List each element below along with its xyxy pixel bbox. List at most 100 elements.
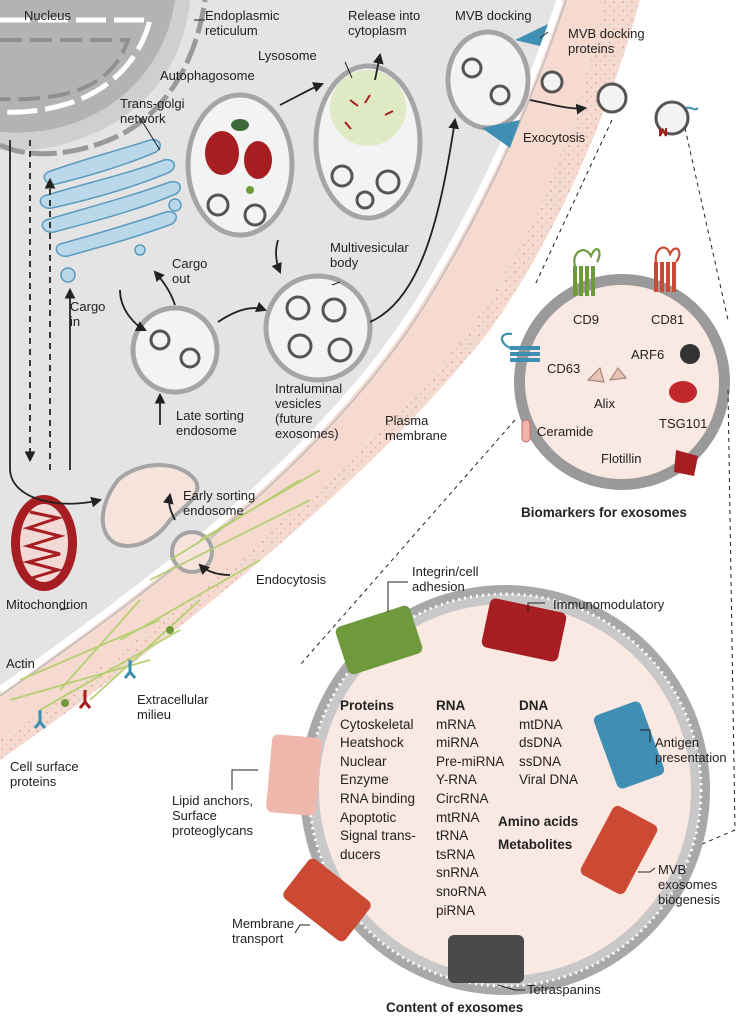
protein-item: ducers bbox=[340, 846, 381, 862]
mvb-docking-proteins-label: MVB docking proteins bbox=[568, 26, 645, 56]
integrin-label: Integrin/cell adhesion bbox=[412, 564, 479, 594]
late-sorting-label: Late sorting endosome bbox=[176, 408, 244, 438]
rna-item: CircRNA bbox=[436, 790, 489, 806]
flow-arrows bbox=[9, 52, 588, 576]
proteins-heading: Proteins bbox=[340, 698, 395, 713]
membrane-transport-label: Membrane transport bbox=[232, 916, 295, 946]
metabolites-label: Metabolites bbox=[498, 837, 573, 852]
multivesicular-body bbox=[263, 273, 373, 383]
antigen-label: Antigen presentation bbox=[655, 735, 727, 765]
cd63-label: CD63 bbox=[547, 361, 581, 376]
immunomodulatory-block bbox=[481, 598, 567, 662]
cd9-marker bbox=[573, 248, 601, 296]
cd9-label: CD9 bbox=[573, 312, 600, 327]
biomarkers-title: Biomarkers for exosomes bbox=[521, 505, 687, 520]
plasma-membrane-label: Plasma membrane bbox=[385, 413, 448, 443]
ceramide-marker bbox=[521, 419, 531, 443]
actin-filaments bbox=[9, 469, 321, 711]
connector-lines bbox=[299, 119, 736, 846]
cell-surface-proteins bbox=[33, 626, 174, 729]
proteins-column: Proteins Cytoskeletal Heatshock Nuclear … bbox=[340, 697, 416, 864]
endocytosis-label: Endocytosis bbox=[256, 572, 327, 587]
lipid-anchors-label: Lipid anchors, Surface proteoglycans bbox=[172, 793, 253, 838]
flotillin-marker bbox=[674, 450, 698, 476]
mvb-docking-label: MVB docking bbox=[455, 8, 532, 23]
alix-label: Alix bbox=[594, 396, 615, 411]
lipid-anchor-block bbox=[266, 734, 322, 816]
cd63-marker bbox=[500, 332, 540, 362]
flotillin-label: Flotillin bbox=[601, 451, 642, 466]
golgi-stacks bbox=[39, 138, 182, 283]
actin-label: Actin bbox=[6, 656, 35, 671]
nucleus bbox=[0, 0, 208, 157]
mitochondrion-label: Mitochondrion bbox=[6, 597, 88, 612]
autophagosome-label: Autophagosome bbox=[160, 68, 255, 83]
leader-lines bbox=[59, 19, 656, 991]
rna-item: piRNA bbox=[436, 902, 476, 918]
early-sorting-endosome bbox=[100, 463, 214, 574]
biomarker-exosome bbox=[500, 246, 730, 490]
tetraspanin-block bbox=[448, 935, 524, 983]
protein-item: Enzyme bbox=[340, 772, 389, 788]
mvb-docking bbox=[445, 24, 548, 148]
golgi-label: Trans-golgi network bbox=[120, 96, 185, 126]
immunomodulatory-label: Immunomodulatory bbox=[553, 597, 665, 612]
rna-item: mRNA bbox=[436, 716, 476, 732]
exocytosis-label: Exocytosis bbox=[523, 130, 586, 145]
amino-acids-label: Amino acids bbox=[498, 814, 579, 829]
cargo-out-label: Cargo out bbox=[172, 256, 208, 286]
late-sorting-endosome bbox=[130, 305, 220, 395]
protein-item: Apoptotic bbox=[340, 809, 397, 825]
dna-column: DNA mtDNA dsDNA ssDNA Viral DNA bbox=[519, 697, 578, 790]
mvb-biogenesis-label: MVB exosomes biogenesis bbox=[658, 862, 721, 907]
tsg101-marker bbox=[669, 381, 697, 403]
rna-item: Pre-miRNA bbox=[436, 753, 505, 769]
content-exosome bbox=[266, 585, 710, 995]
autophagosome bbox=[185, 92, 295, 238]
cd81-marker bbox=[654, 246, 681, 292]
release-label: Release into cytoplasm bbox=[348, 8, 421, 38]
cell-surface-label: Cell surface proteins bbox=[10, 759, 79, 789]
alix-marker bbox=[586, 367, 627, 383]
rna-item: mtRNA bbox=[436, 809, 480, 825]
cargo-in-label: Cargo in bbox=[70, 299, 106, 329]
lysosome bbox=[313, 63, 423, 221]
antigen-block bbox=[593, 701, 665, 789]
dna-item: mtDNA bbox=[519, 716, 563, 732]
rna-item: Y-RNA bbox=[436, 772, 477, 788]
rna-item: miRNA bbox=[436, 735, 479, 751]
mitochondrion bbox=[11, 495, 77, 591]
cd81-label: CD81 bbox=[651, 312, 685, 327]
extracellular-label: Extracellular milieu bbox=[137, 692, 209, 722]
membrane-transport-block bbox=[283, 858, 371, 942]
protein-item: Cytoskeletal bbox=[340, 716, 414, 732]
mvb-label: Multivesicular body bbox=[330, 240, 409, 270]
tetraspanins-label: Tetraspanins bbox=[527, 982, 601, 997]
rna-column: RNA mRNA miRNA Pre-miRNA Y-RNA CircRNA m… bbox=[436, 697, 504, 920]
content-title: Content of exosomes bbox=[386, 1000, 524, 1015]
dna-heading: DNA bbox=[519, 698, 549, 713]
rna-item: snRNA bbox=[436, 865, 479, 881]
dna-item: ssDNA bbox=[519, 753, 562, 769]
protein-item: Heatshock bbox=[340, 735, 404, 751]
protein-item: RNA binding bbox=[340, 790, 416, 806]
dna-item: Viral DNA bbox=[519, 772, 579, 788]
rna-item: tRNA bbox=[436, 828, 469, 844]
dna-item: dsDNA bbox=[519, 735, 562, 751]
rna-item: snoRNA bbox=[436, 883, 487, 899]
nucleus-label: Nucleus bbox=[24, 8, 71, 23]
intraluminal-label: Intraluminal vesicles (future exosomes) bbox=[275, 381, 343, 441]
integrin-block bbox=[335, 605, 423, 675]
er-label: Endoplasmic reticulum bbox=[205, 8, 280, 38]
lysosome-label: Lysosome bbox=[258, 48, 317, 63]
rna-heading: RNA bbox=[436, 698, 466, 713]
mvb-biogenesis-block bbox=[580, 805, 658, 895]
early-sorting-label: Early sorting endosome bbox=[183, 488, 256, 518]
released-exosomes bbox=[540, 70, 699, 137]
tsg101-label: TSG101 bbox=[659, 416, 708, 431]
rna-item: tsRNA bbox=[436, 846, 476, 862]
arf6-label: ARF6 bbox=[631, 347, 665, 362]
protein-item: Nuclear bbox=[340, 753, 387, 769]
